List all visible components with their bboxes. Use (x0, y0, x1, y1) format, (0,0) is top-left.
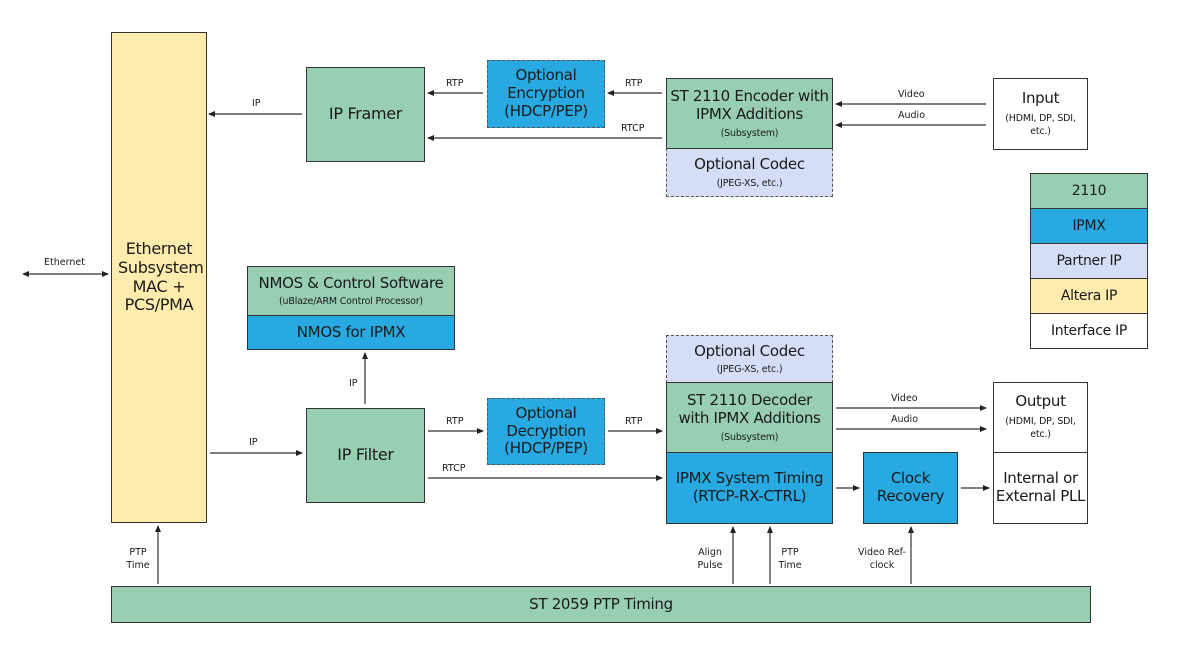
rtp-rx-label-1: RTP (446, 416, 464, 427)
output-title: Output (1015, 392, 1066, 411)
clock-recovery-title: Clock Recovery (876, 469, 945, 505)
st2110-decoder-subtitle: (Subsystem) (720, 431, 779, 443)
ptp-time-eth-label: PTP Time (126, 547, 150, 571)
nmos-control-software-subtitle: (uBlaze/ARM Control Processor) (279, 296, 423, 308)
legend-item-partner-ip: Partner IP (1030, 243, 1148, 279)
optional-decryption-block[interactable]: Optional Decryption (HDCP/PEP) (487, 398, 605, 465)
input-subtitle: (HDMI, DP, SDI, etc.) (1005, 112, 1076, 137)
optional-codec-tx-block[interactable]: Optional Codec (JPEG-XS, etc.) (666, 148, 833, 197)
optional-codec-rx-subtitle: (JPEG-XS, etc.) (716, 364, 783, 376)
nmos-for-ipmx-block[interactable]: NMOS for IPMX (247, 315, 455, 350)
video-in-label: Video (898, 89, 925, 100)
rtcp-rx-label: RTCP (442, 463, 466, 474)
ip-filter-block[interactable]: IP Filter (306, 408, 425, 503)
pll-block[interactable]: Internal or External PLL (993, 452, 1088, 524)
rtp-rx-label-2: RTP (625, 416, 643, 427)
rtcp-tx-label: RTCP (621, 123, 645, 134)
legend-item-altera-ip: Altera IP (1030, 278, 1148, 314)
ethernet-subsystem-title: Ethernet Subsystem MAC + PCS/PMA (118, 238, 204, 315)
st2059-ptp-timing-title: ST 2059 PTP Timing (529, 594, 673, 613)
rtp-tx-label-2: RTP (625, 78, 643, 89)
ethernet-subsystem-block[interactable]: Ethernet Subsystem MAC + PCS/PMA (111, 32, 207, 523)
optional-decryption-title: Optional Decryption (HDCP/PEP) (504, 403, 588, 458)
rtp-tx-label-1: RTP (446, 78, 464, 89)
optional-codec-tx-title: Optional Codec (694, 155, 805, 174)
ethernet-link-label: Ethernet (44, 257, 85, 268)
legend-label: Partner IP (1056, 253, 1122, 269)
nmos-control-software-title: NMOS & Control Software (258, 273, 444, 292)
st2059-ptp-timing-block[interactable]: ST 2059 PTP Timing (111, 586, 1091, 623)
st2110-encoder-block[interactable]: ST 2110 Encoder with IPMX Additions (Sub… (666, 78, 833, 149)
optional-encryption-title: Optional Encryption (HDCP/PEP) (504, 66, 588, 120)
legend-label: IPMX (1072, 218, 1106, 234)
st2110-decoder-title: ST 2110 Decoder with IPMX Additions (678, 391, 821, 427)
ipmx-system-timing-title: IPMX System Timing (RTCP-RX-CTRL) (675, 469, 824, 505)
legend-item-2110: 2110 (1030, 173, 1148, 209)
audio-out-label: Audio (891, 414, 919, 425)
align-pulse-label: Align Pulse (697, 547, 723, 571)
nmos-control-software-block[interactable]: NMOS & Control Software (uBlaze/ARM Cont… (247, 266, 455, 316)
video-refclock-label: Video Ref-clock (858, 547, 906, 571)
input-title: Input (1021, 88, 1060, 107)
legend-label: Altera IP (1060, 288, 1118, 304)
output-subtitle: (HDMI, DP, SDI, etc.) (1005, 416, 1076, 441)
nmos-for-ipmx-title: NMOS for IPMX (296, 322, 406, 341)
ptp-time-timing-label: PTP Time (778, 547, 802, 571)
legend: 2110 IPMX Partner IP Altera IP Interface… (1030, 173, 1148, 349)
input-block[interactable]: Input (HDMI, DP, SDI, etc.) (993, 78, 1088, 150)
optional-encryption-block[interactable]: Optional Encryption (HDCP/PEP) (487, 60, 605, 128)
optional-codec-rx-block[interactable]: Optional Codec (JPEG-XS, etc.) (666, 335, 833, 383)
st2110-decoder-block[interactable]: ST 2110 Decoder with IPMX Additions (Sub… (666, 382, 833, 453)
optional-codec-rx-title: Optional Codec (694, 341, 805, 360)
legend-item-ipmx: IPMX (1030, 208, 1148, 244)
ip-framer-block[interactable]: IP Framer (306, 67, 425, 162)
audio-in-label: Audio (898, 110, 926, 121)
ip-rx-label: IP (249, 437, 258, 448)
legend-item-interface-ip: Interface IP (1030, 313, 1148, 349)
clock-recovery-block[interactable]: Clock Recovery (863, 452, 958, 524)
legend-label: 2110 (1071, 183, 1107, 199)
optional-codec-tx-subtitle: (JPEG-XS, etc.) (716, 177, 783, 189)
st2110-encoder-subtitle: (Subsystem) (720, 127, 779, 139)
ip-framer-title: IP Framer (328, 104, 403, 124)
output-block[interactable]: Output (HDMI, DP, SDI, etc.) (993, 382, 1088, 453)
st2110-encoder-title: ST 2110 Encoder with IPMX Additions (670, 87, 829, 123)
pll-title: Internal or External PLL (995, 469, 1086, 505)
ip-tx-label: IP (252, 98, 261, 109)
ipmx-system-timing-block[interactable]: IPMX System Timing (RTCP-RX-CTRL) (666, 452, 833, 524)
legend-label: Interface IP (1050, 323, 1128, 339)
video-out-label: Video (891, 393, 918, 404)
ip-filter-title: IP Filter (337, 445, 394, 465)
ip-nmos-label: IP (349, 378, 358, 389)
